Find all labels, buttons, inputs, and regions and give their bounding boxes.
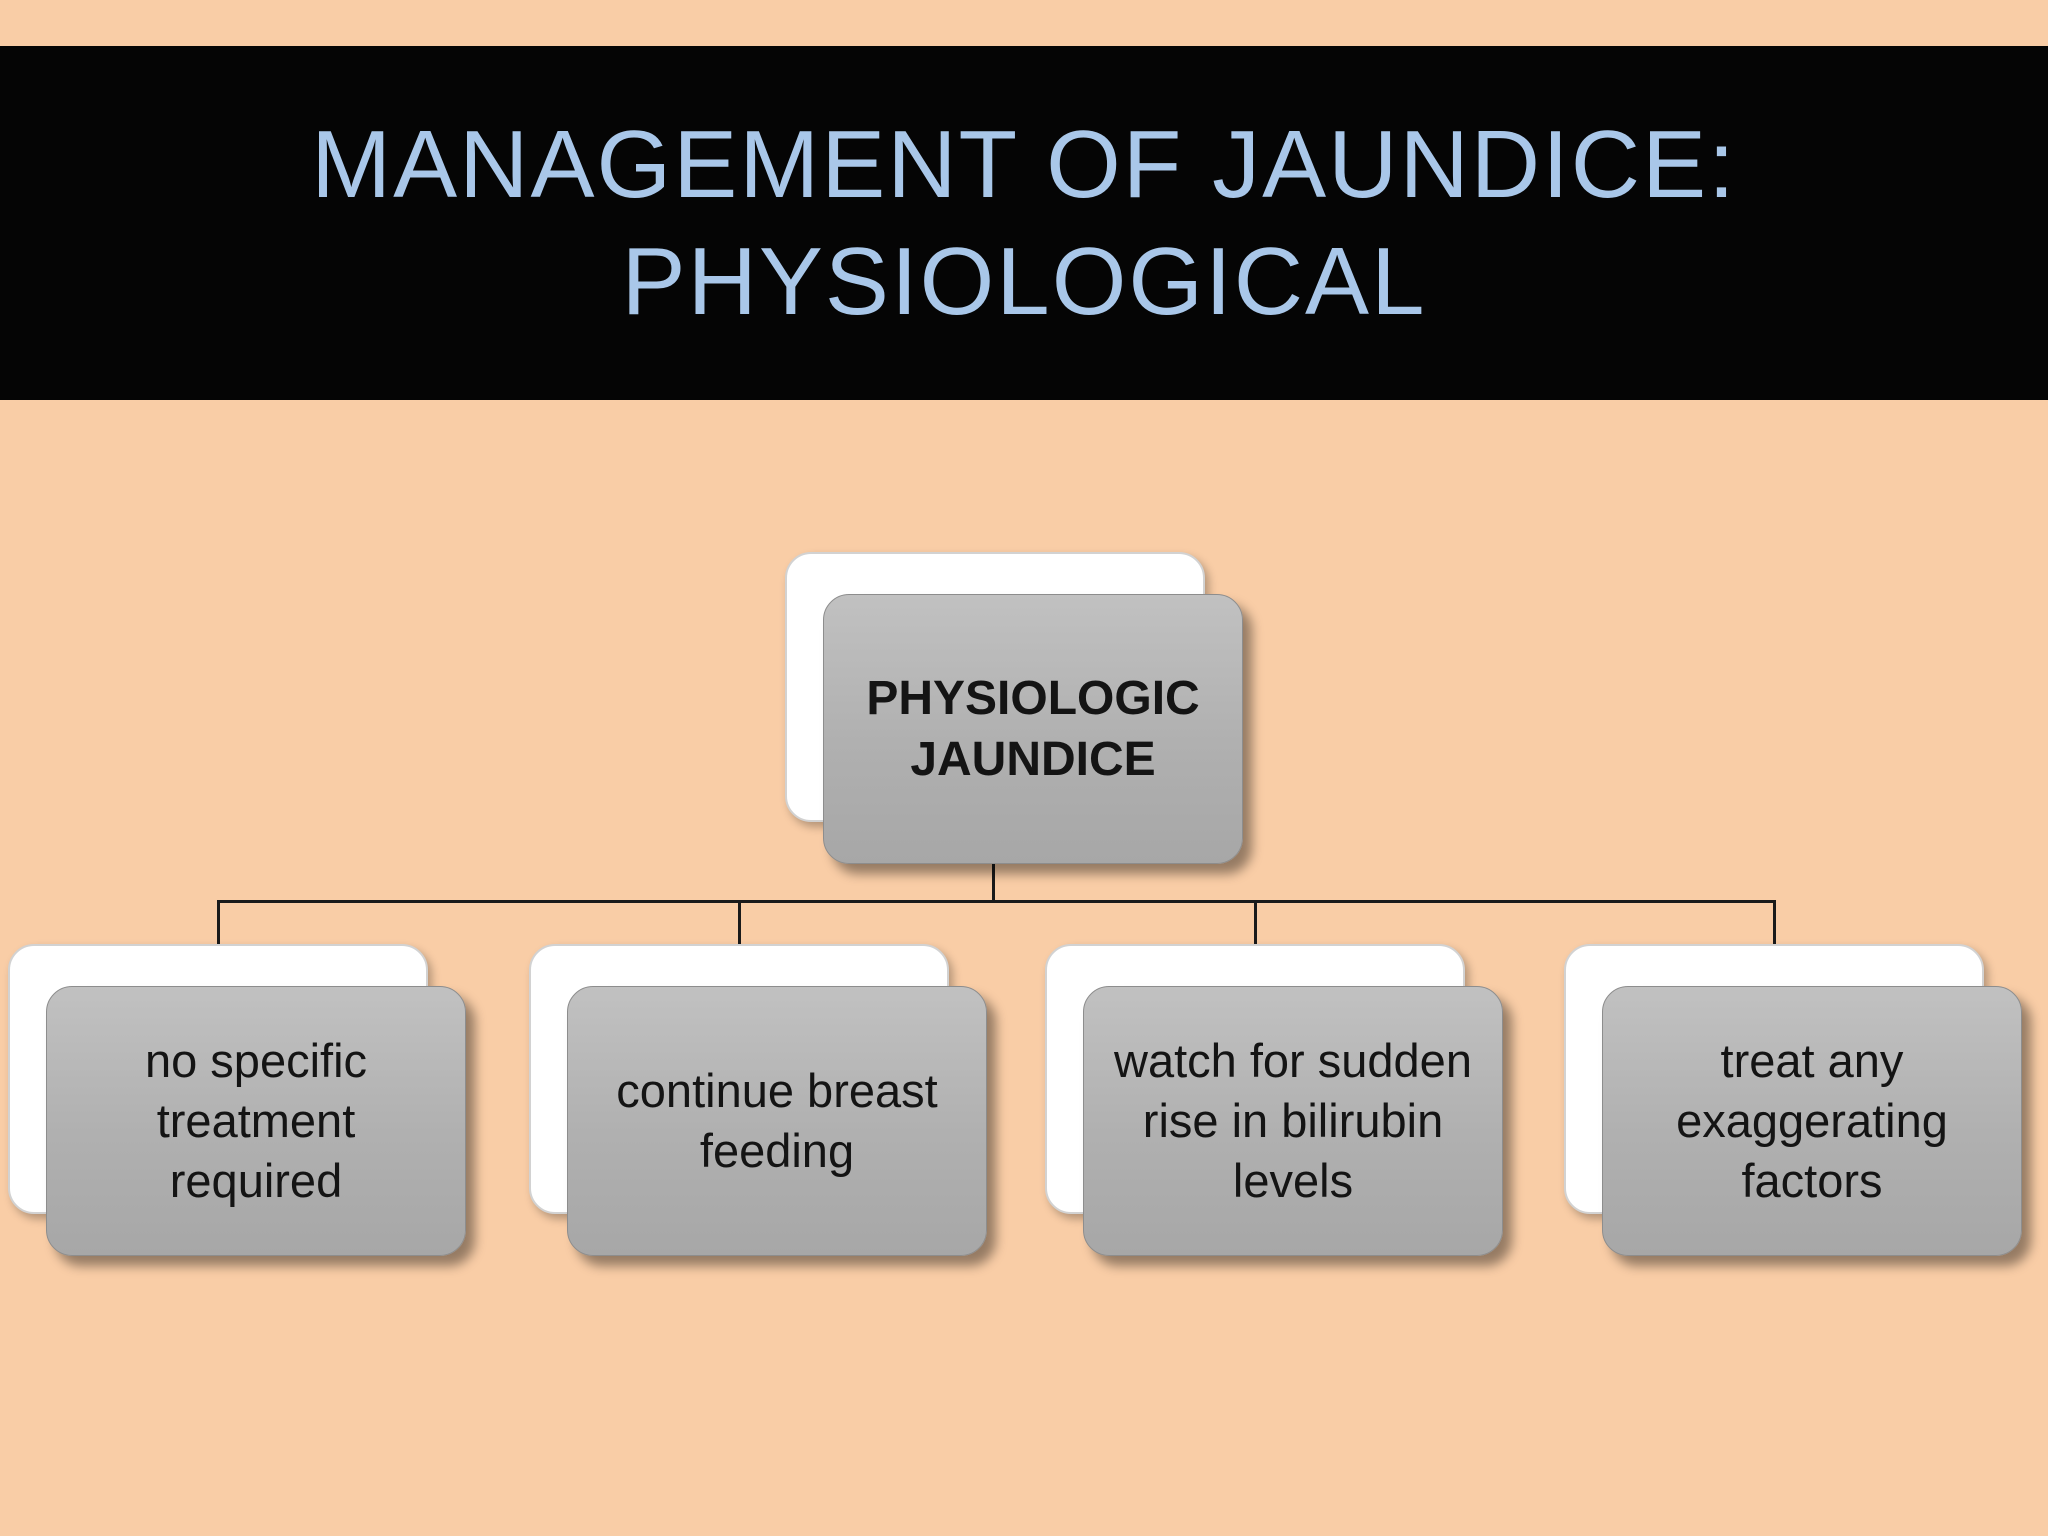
root-node-label: PHYSIOLOGIC JAUNDICE bbox=[866, 671, 1200, 786]
child-node-1-label: no specific treatment required bbox=[144, 1033, 368, 1208]
child-node-group-1: no specific treatment required bbox=[8, 944, 468, 1258]
title-banner: MANAGEMENT OF JAUNDICE: PHYSIOLOGICAL bbox=[0, 46, 2048, 400]
child-node-2: continue breast feeding bbox=[567, 986, 987, 1256]
slide-title-line2: PHYSIOLOGICAL bbox=[621, 228, 1427, 335]
root-node-group: PHYSIOLOGIC JAUNDICE bbox=[785, 552, 1245, 866]
child-node-3-label: watch for sudden rise in bilirubin level… bbox=[1114, 1033, 1472, 1208]
root-node: PHYSIOLOGIC JAUNDICE bbox=[823, 594, 1243, 864]
child-node-1: no specific treatment required bbox=[46, 986, 466, 1256]
child-node-3: watch for sudden rise in bilirubin level… bbox=[1083, 986, 1503, 1256]
child-node-4: treat any exaggerating factors bbox=[1602, 986, 2022, 1256]
child-node-group-3: watch for sudden rise in bilirubin level… bbox=[1045, 944, 1505, 1258]
connector-horizontal bbox=[217, 900, 1776, 903]
child-node-group-4: treat any exaggerating factors bbox=[1564, 944, 2024, 1258]
connector-child4-stub bbox=[1773, 900, 1776, 948]
connector-root-stub bbox=[992, 860, 995, 902]
connector-child1-stub bbox=[217, 900, 220, 948]
connector-child2-stub bbox=[738, 900, 741, 948]
connector-child3-stub bbox=[1254, 900, 1257, 948]
child-node-2-label: continue breast feeding bbox=[616, 1063, 938, 1177]
slide-title-line1: MANAGEMENT OF JAUNDICE: bbox=[311, 110, 1737, 218]
child-node-group-2: continue breast feeding bbox=[529, 944, 989, 1258]
child-node-4-label: treat any exaggerating factors bbox=[1676, 1033, 1948, 1208]
